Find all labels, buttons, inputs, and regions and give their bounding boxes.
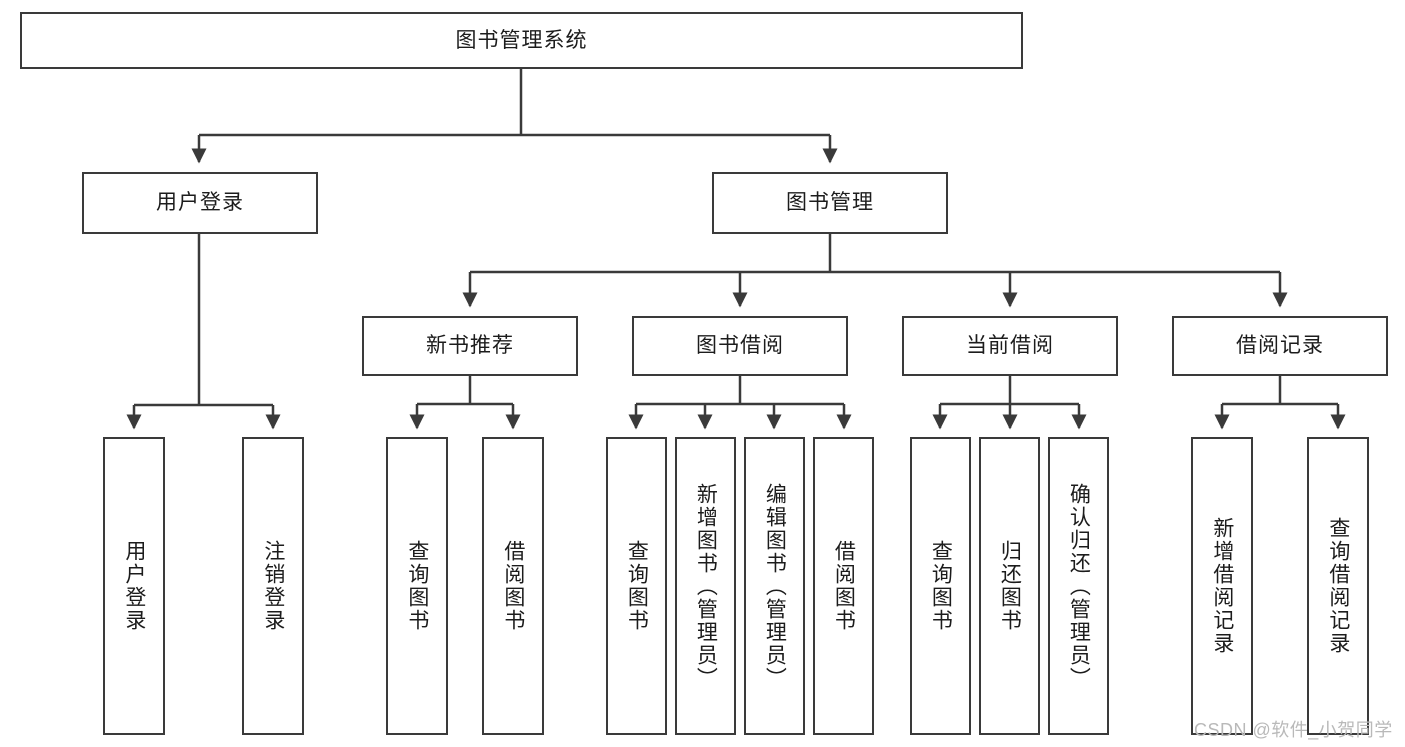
node-book-borrow[interactable]: 图书借阅 <box>632 316 848 376</box>
node-leaf-query-book-3-label: 查询图书 <box>929 540 953 632</box>
node-book-manage[interactable]: 图书管理 <box>712 172 948 234</box>
node-root[interactable]: 图书管理系统 <box>20 12 1023 69</box>
node-leaf-query-book-2[interactable]: 查询图书 <box>606 437 667 735</box>
node-leaf-borrow-book-1-label: 借阅图书 <box>501 540 525 632</box>
node-leaf-borrow-book-2-label: 借阅图书 <box>832 540 856 632</box>
node-leaf-add-record-label: 新增借阅记录 <box>1210 517 1234 655</box>
node-borrow-record-label: 借阅记录 <box>1236 334 1324 358</box>
node-book-manage-label: 图书管理 <box>786 191 874 215</box>
node-leaf-borrow-book-1[interactable]: 借阅图书 <box>482 437 544 735</box>
node-leaf-confirm-return[interactable]: 确认归还（管理员） <box>1048 437 1109 735</box>
node-leaf-confirm-return-label: 确认归还（管理员） <box>1067 482 1091 690</box>
node-leaf-borrow-book-2[interactable]: 借阅图书 <box>813 437 874 735</box>
node-root-label: 图书管理系统 <box>455 28 588 52</box>
node-leaf-query-book-3[interactable]: 查询图书 <box>910 437 971 735</box>
node-leaf-query-book-1-label: 查询图书 <box>405 540 429 632</box>
node-current-borrow-label: 当前借阅 <box>966 334 1054 358</box>
node-leaf-logout-label: 注销登录 <box>261 540 285 632</box>
node-leaf-query-book-2-label: 查询图书 <box>625 540 649 632</box>
node-book-borrow-label: 图书借阅 <box>696 334 784 358</box>
node-leaf-edit-book[interactable]: 编辑图书（管理员） <box>744 437 805 735</box>
node-leaf-logout[interactable]: 注销登录 <box>242 437 304 735</box>
node-leaf-query-record[interactable]: 查询借阅记录 <box>1307 437 1369 735</box>
node-leaf-user-login[interactable]: 用户登录 <box>103 437 165 735</box>
node-current-borrow[interactable]: 当前借阅 <box>902 316 1118 376</box>
node-leaf-add-book-label: 新增图书（管理员） <box>694 482 718 690</box>
node-user-login[interactable]: 用户登录 <box>82 172 318 234</box>
node-borrow-record[interactable]: 借阅记录 <box>1172 316 1388 376</box>
csdn-watermark: CSDN @软件_小贺同学 <box>1194 720 1393 740</box>
node-new-book-rec[interactable]: 新书推荐 <box>362 316 578 376</box>
node-user-login-label: 用户登录 <box>156 191 244 215</box>
node-leaf-edit-book-label: 编辑图书（管理员） <box>763 482 787 690</box>
node-leaf-add-book[interactable]: 新增图书（管理员） <box>675 437 736 735</box>
node-leaf-add-record[interactable]: 新增借阅记录 <box>1191 437 1253 735</box>
node-leaf-query-record-label: 查询借阅记录 <box>1326 517 1350 655</box>
node-new-book-rec-label: 新书推荐 <box>426 334 514 358</box>
node-leaf-query-book-1[interactable]: 查询图书 <box>386 437 448 735</box>
node-leaf-return-book-label: 归还图书 <box>998 540 1022 632</box>
node-leaf-return-book[interactable]: 归还图书 <box>979 437 1040 735</box>
node-leaf-user-login-label: 用户登录 <box>122 540 146 632</box>
